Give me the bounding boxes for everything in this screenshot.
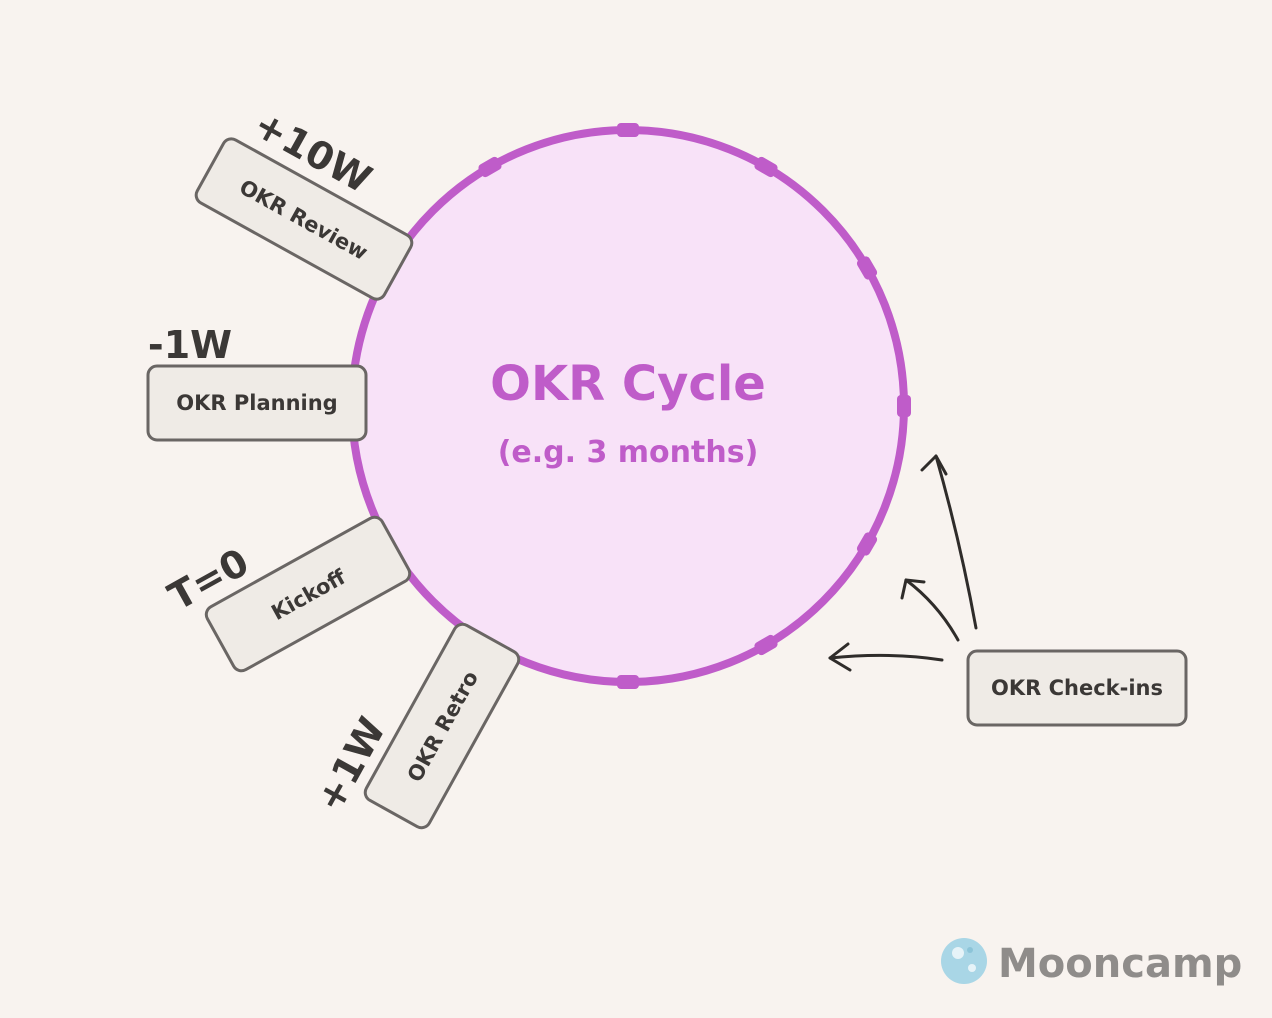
brand-logo: Mooncamp [941,938,1242,987]
cycle-tick-mark [754,156,778,178]
okr-checkins-box: OKR Check-ins [966,649,1188,727]
okr-planning-offset: -1W [148,323,232,367]
okr-planning-label: OKR Planning [176,391,337,415]
brand-name: Mooncamp [998,941,1242,987]
checkin-arrow-lower-head [828,642,852,672]
checkin-arrow-upper [934,454,978,630]
checkin-arrows [828,454,978,672]
checkin-arrow-upper-head [920,454,948,476]
moon-logo-icon [941,938,987,984]
cycle-tick-mark [617,675,639,689]
kickoff-box: Kickoff T=0 [161,515,412,673]
okr-retro-box: OKR Retro +1W [307,622,521,830]
cycle-title: OKR Cycle [490,356,766,412]
okr-retro-box-border [363,622,521,830]
cycle-tick-marks [478,123,911,689]
okr-planning-box: OKR Planning -1W [146,323,368,442]
checkin-arrow-lower [828,653,944,662]
cycle-tick-mark [754,634,778,656]
okr-planning-box-border [146,364,368,442]
cycle-tick-mark [856,256,878,280]
okr-checkins-label: OKR Check-ins [991,676,1163,700]
cycle-tick-mark [617,123,639,137]
cycle-tick-mark [897,395,911,417]
cycle-tick-mark [478,156,502,178]
okr-review-box-border [194,137,414,301]
kickoff-box-border [204,515,412,673]
checkin-arrow-middle-head [900,578,926,600]
cycle-tick-mark [856,532,878,556]
checkin-arrow-middle [904,578,960,642]
okr-checkins-box-border [966,649,1188,727]
cycle-subtitle: (e.g. 3 months) [498,435,759,470]
